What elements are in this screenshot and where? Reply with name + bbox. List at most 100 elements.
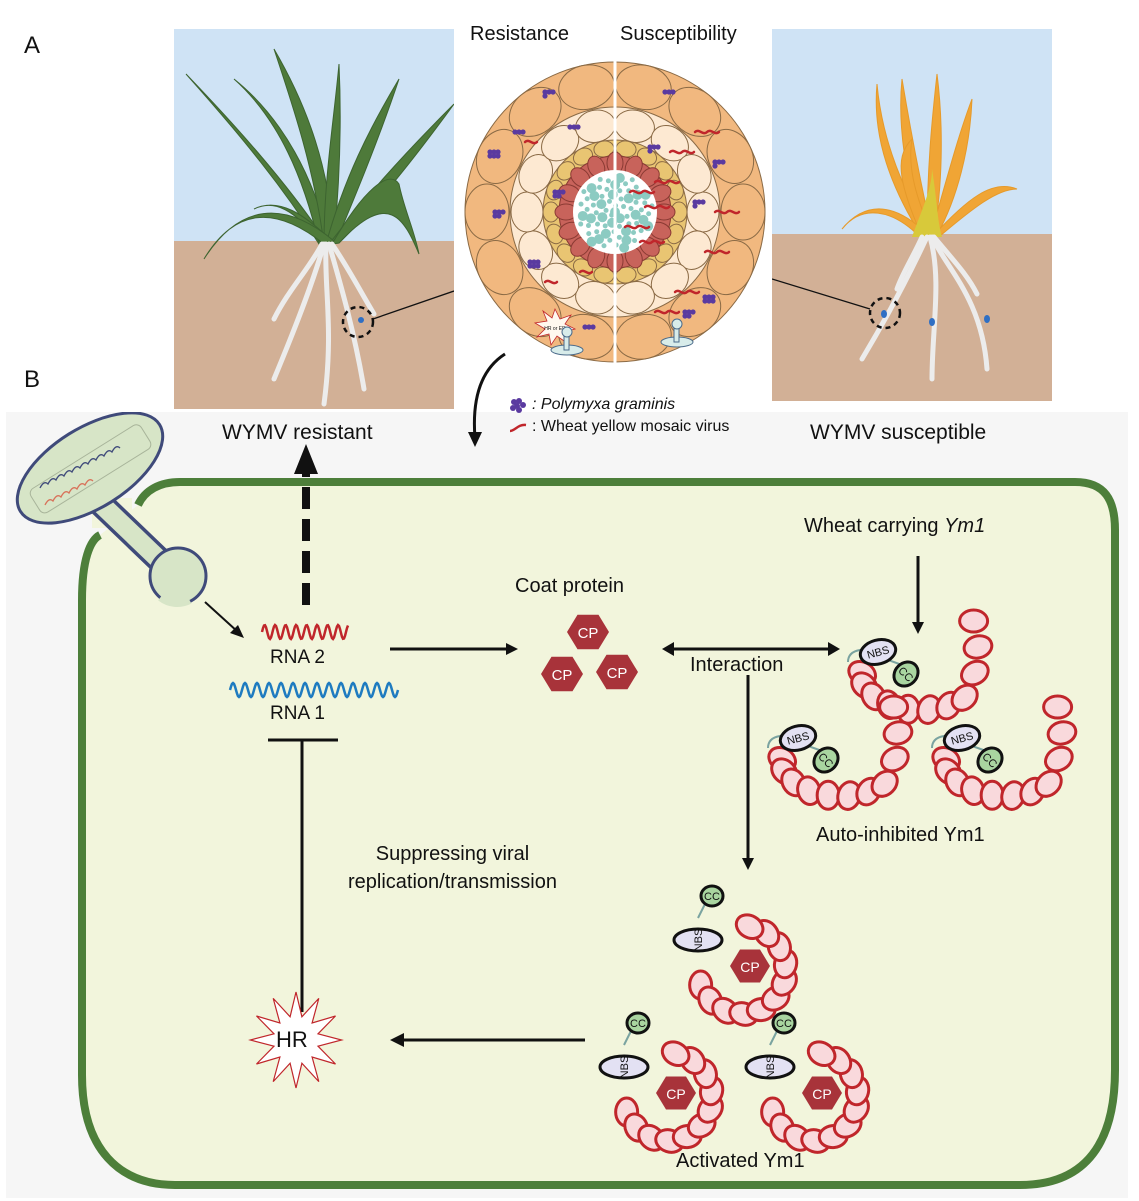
virus-particle (693, 129, 721, 135)
polymyxa-spore (682, 309, 688, 315)
lrr-segment (979, 779, 1005, 811)
cp-hexagon (567, 614, 609, 650)
polymyxa-spore (542, 93, 548, 99)
xylem-vessel (585, 213, 596, 224)
cc-domain (699, 884, 725, 908)
nbs-domain (942, 724, 982, 752)
polymyxa-spore (700, 199, 706, 205)
lrr-segment (1046, 720, 1078, 746)
cc-domain (976, 746, 1004, 774)
polymyxa-spore (567, 124, 573, 130)
lrr-segment (958, 608, 990, 634)
xylem-vessel (646, 211, 652, 217)
xylem-vessel (581, 189, 587, 195)
legend-item-virus: : Wheat yellow mosaic virus (508, 416, 729, 438)
xylem-vessel (597, 212, 608, 223)
xylem-vessel (577, 210, 588, 221)
polymyxa-spore (702, 298, 708, 304)
virus-particle (628, 189, 656, 195)
xylem-vessel (585, 223, 591, 229)
ym1-gene-name: Ym1 (944, 515, 986, 537)
green-leaves (185, 48, 454, 260)
virus-particle (653, 309, 681, 315)
xylem-vessel (638, 207, 644, 213)
polymyxa-spore (516, 129, 522, 135)
lrr-segment (950, 683, 979, 712)
polymyxa-spore (520, 129, 526, 135)
polymyxa-spore (546, 89, 552, 95)
xylem-vessel (596, 199, 607, 210)
polymyxa-spore (571, 124, 577, 130)
xylem-vessel (628, 205, 634, 211)
xylem-vessel (594, 229, 600, 235)
polymyxa-spore (560, 189, 566, 195)
polymyxa-spore (692, 203, 698, 209)
polymyxa-spore (582, 324, 588, 330)
cp-text: CP (740, 959, 759, 975)
cp-hexagon (541, 656, 583, 692)
xylem-vessel (606, 198, 612, 204)
polymyxa-spore (491, 153, 497, 159)
lrr-segment (660, 1040, 691, 1067)
polymyxa-spore (531, 259, 537, 265)
zoospore-attached (550, 318, 694, 356)
xylem-vessel (593, 210, 599, 216)
xylem-vessel (623, 193, 634, 204)
polymyxa-spore (495, 149, 501, 155)
polymyxa-spore (531, 263, 537, 269)
xylem-vessel (602, 223, 608, 229)
polymyxa-spore (702, 294, 708, 300)
infected-roots (859, 234, 990, 382)
virus-particle (638, 239, 666, 245)
resistance-heading: Resistance (470, 23, 569, 45)
legend-item-polymyxa: : Polymyxa graminis (508, 394, 729, 416)
polymyxa-spore (535, 259, 541, 265)
xylem-vessel (623, 181, 629, 187)
xylem-vessel (578, 201, 584, 207)
xylem-vessel (586, 236, 597, 247)
polymyxa-spore (527, 259, 533, 265)
lrr-segment (1044, 745, 1074, 773)
cp-hexagon-bound (730, 949, 770, 983)
xylem-vessel (586, 183, 597, 194)
resistant-plant-illustration (174, 29, 454, 409)
xylem-vessel (599, 193, 605, 199)
xylem-vessel (633, 184, 639, 190)
cc-domain-text: CC (630, 1018, 646, 1030)
interaction-label: Interaction (690, 654, 784, 676)
xylem-vessel (638, 228, 644, 234)
nbs-domain (858, 638, 898, 666)
virus-particle (673, 289, 701, 295)
xylem-vessel (619, 242, 630, 253)
cc-domain (892, 660, 920, 688)
polymyxa-spore (487, 153, 493, 159)
hr-label: HR (276, 1027, 308, 1052)
cc-domain (771, 1011, 797, 1035)
virus-particle (713, 209, 741, 215)
zoom-circle (341, 305, 375, 339)
polymyxa-spore (692, 199, 698, 205)
nbs-domain (598, 1054, 650, 1080)
white-roots (271, 241, 377, 407)
polymyxa-spore (491, 149, 497, 155)
xylem-vessel (578, 221, 584, 227)
rna2-label: RNA 2 (270, 647, 325, 668)
svg-text:HR or ER: HR or ER (544, 326, 566, 332)
nbs-domain (672, 927, 724, 953)
xylem-vessel (584, 196, 590, 202)
cortex-cell (464, 183, 510, 241)
polymyxa-spore (496, 213, 502, 219)
xylem-vessel (584, 206, 590, 212)
polymyxa-spore (550, 89, 556, 95)
xylem-vessel (614, 213, 625, 224)
susceptibility-heading: Susceptibility (620, 23, 737, 45)
rna2-wave (260, 623, 350, 641)
polymyxa-spore (586, 324, 592, 330)
zoom-circle (868, 296, 902, 330)
virus-particle (668, 149, 696, 155)
xylem-vessel (614, 173, 625, 184)
susceptible-caption: WYMV susceptible (810, 421, 987, 444)
